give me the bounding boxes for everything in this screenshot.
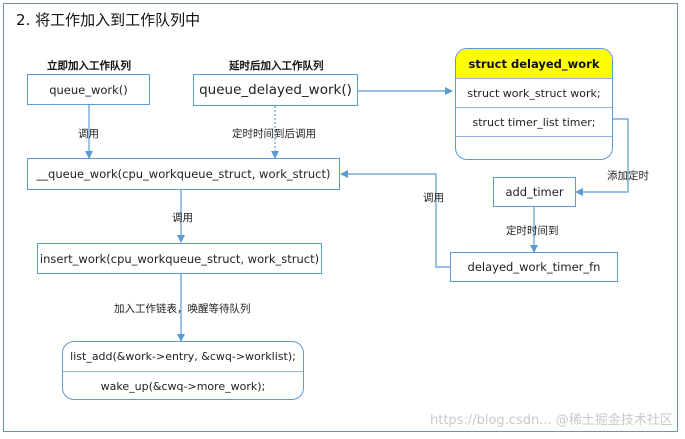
struct-divider (456, 107, 612, 108)
queue-work-internal-box: __queue_work(cpu_workqueue_struct, work_… (27, 158, 340, 190)
add-timer-box: add_timer (493, 177, 576, 207)
queue-work-box: queue_work() (27, 74, 150, 105)
struct-delayed-work: struct delayed_work struct work_struct w… (455, 48, 613, 160)
delayed-work-timer-fn-box: delayed_work_timer_fn (450, 252, 618, 282)
list-add-box: list_add(&work->entry, &cwq->worklist); … (62, 341, 304, 400)
watermark: https://blog.csdn... @稀土掘金技术社区 (430, 413, 673, 428)
struct-divider (456, 136, 612, 137)
label-call-3: 调用 (423, 192, 444, 204)
label-timer-reached: 定时时间到 (506, 225, 559, 237)
label-add-to-list: 加入工作链表，唤醒等待队列 (114, 303, 251, 315)
diagram-title: 2. 将工作加入到工作队列中 (16, 11, 201, 29)
diagram-frame (3, 3, 678, 432)
arrow-timer-fn-to-queue-work-internal (340, 170, 450, 268)
insert-work-box: insert_work(cpu_workqueue_struct, work_s… (37, 243, 322, 274)
queue-delayed-work-box: queue_delayed_work() (193, 74, 358, 106)
struct-divider (456, 78, 612, 79)
struct-field-work: struct work_struct work; (467, 86, 601, 100)
label-add-timer: 添加定时 (607, 170, 649, 182)
wake-up-line: wake_up(&cwq->more_work); (100, 380, 266, 393)
struct-field-timer: struct timer_list timer; (472, 115, 596, 129)
list-divider (63, 371, 303, 372)
label-call-1: 调用 (78, 128, 99, 140)
list-add-line: list_add(&work->entry, &cwq->worklist); (70, 350, 296, 363)
label-delayed: 延时后加入工作队列 (229, 60, 324, 72)
label-immediate: 立即加入工作队列 (47, 60, 131, 72)
label-call-2: 调用 (172, 212, 193, 224)
struct-header: struct delayed_work (456, 49, 612, 78)
arrow-timer-to-add-timer (575, 118, 629, 196)
label-timer-expire: 定时时间到后调用 (232, 128, 316, 140)
